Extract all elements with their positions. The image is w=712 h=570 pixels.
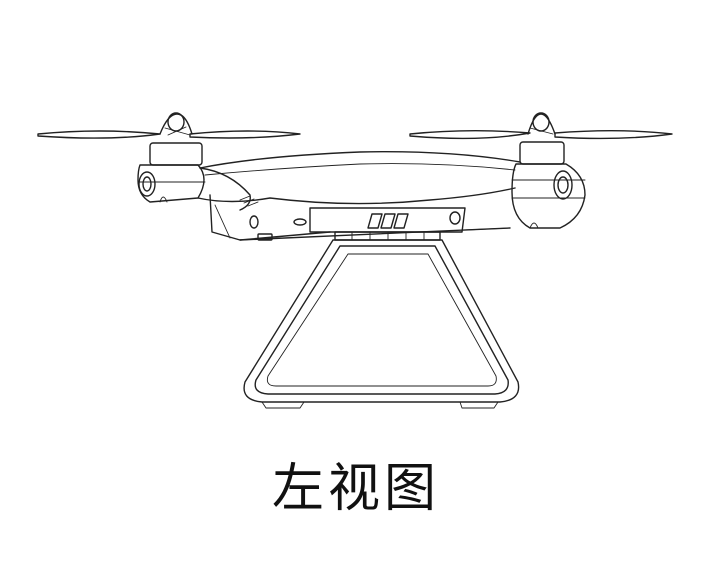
left-motor-pod (137, 142, 206, 203)
fuselage (197, 151, 521, 241)
landing-gear (243, 231, 520, 409)
drone-left-view-drawing (37, 112, 673, 409)
figure-caption: 左视图 (271, 459, 440, 519)
left-propeller (37, 112, 301, 139)
right-propeller (409, 112, 673, 140)
drone-diagram (37, 112, 673, 409)
right-motor-pod (511, 141, 586, 229)
